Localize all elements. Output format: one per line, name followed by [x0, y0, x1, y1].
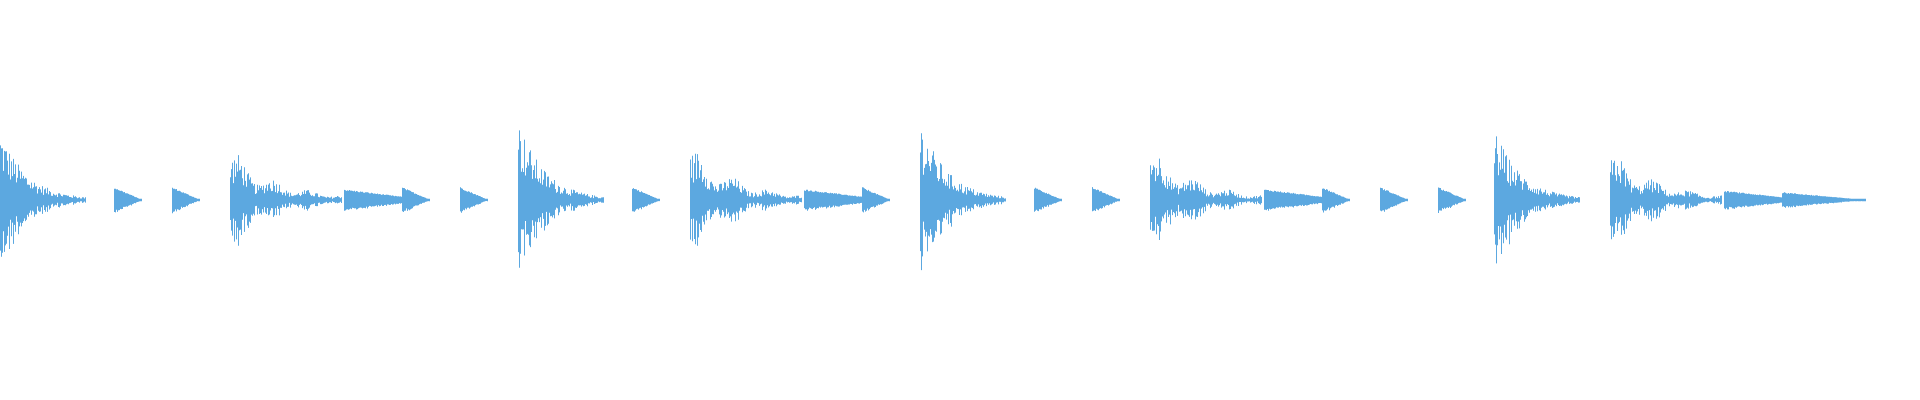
waveform-hit-4 [230, 155, 342, 246]
waveform-hit-21 [1494, 136, 1580, 264]
waveform-hit-24 [1782, 192, 1866, 208]
waveform-hit-10 [690, 153, 802, 246]
waveform-hit-13 [920, 133, 1006, 271]
waveform-hit-2 [114, 188, 142, 213]
waveform-hit-20 [1438, 187, 1466, 213]
waveform-hit-16 [1150, 158, 1262, 240]
waveform-hit-6 [402, 187, 430, 212]
waveform-hit-9 [632, 188, 660, 212]
waveform-peaks [0, 130, 1866, 271]
waveform-hit-1 [0, 145, 86, 257]
waveform-hit-15 [1092, 187, 1120, 212]
waveform-hit-14 [1034, 187, 1062, 212]
waveform-hit-7 [460, 187, 488, 213]
waveform-hit-8 [518, 130, 604, 268]
waveform-hit-12 [862, 187, 890, 213]
waveform-hit-18 [1322, 188, 1350, 213]
waveform-hit-3 [172, 187, 200, 214]
waveform-hit-19 [1380, 187, 1408, 212]
waveform-hit-22 [1610, 160, 1722, 240]
